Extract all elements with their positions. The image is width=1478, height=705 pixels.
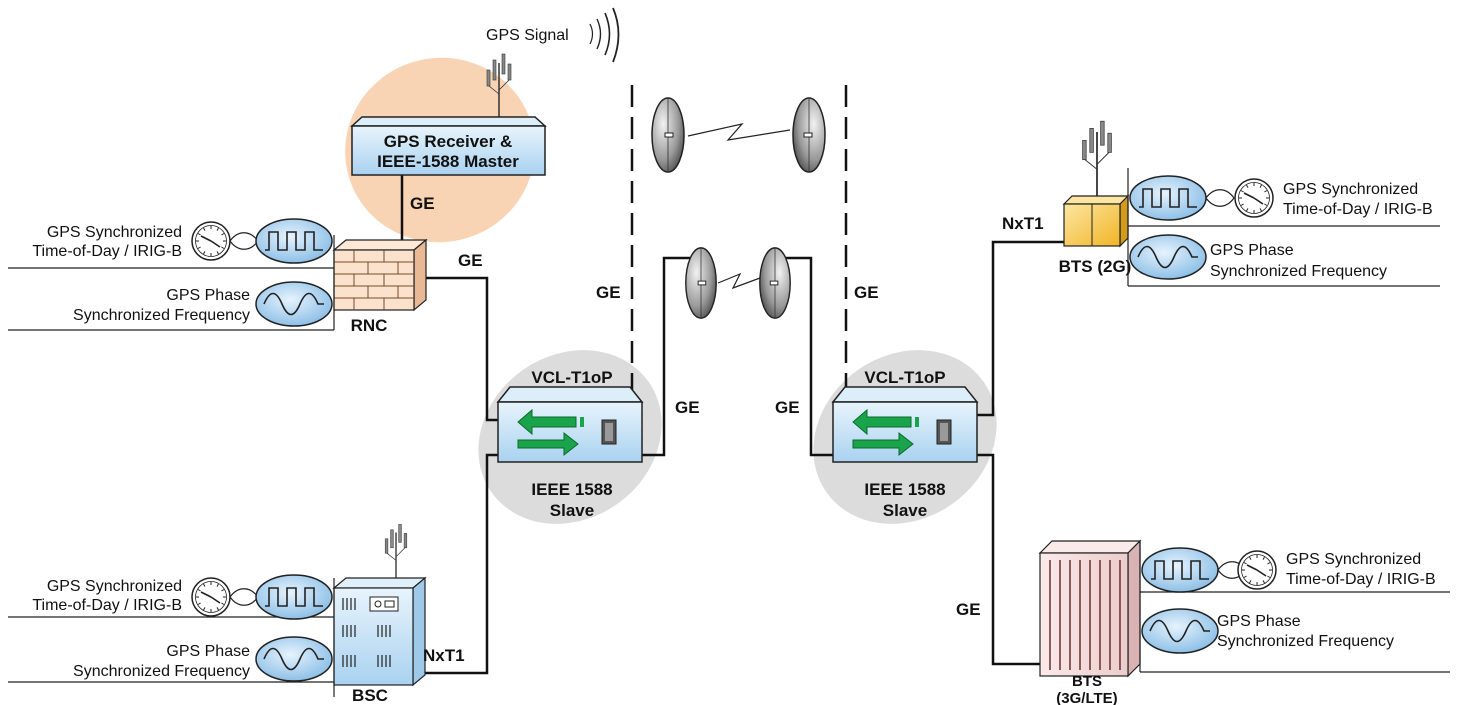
link-vcl-right-bts2g <box>975 240 1064 417</box>
vcl-right-slave-label-1: IEEE 1588 <box>864 480 945 499</box>
ge-label-dash-left: GE <box>596 283 621 302</box>
nxt1-label-bsc: NxT1 <box>423 646 465 665</box>
rnc-tod-label-2: Time-of-Day / IRIG-B <box>32 243 182 260</box>
bts2g-freq-label-2: Synchronized Frequency <box>1210 263 1387 280</box>
bts3g-device <box>1038 539 1142 678</box>
bsc-clock-icon <box>191 577 231 617</box>
bts2g-connector-1 <box>1205 189 1235 207</box>
bts2g-antenna-icon <box>1081 120 1113 199</box>
bts2g-tod-label-2: Time-of-Day / IRIG-B <box>1283 201 1433 218</box>
bsc-antenna-icon <box>384 523 408 583</box>
link-radio-vcl-right <box>785 256 835 457</box>
dish-bottom-right-icon <box>759 247 791 319</box>
vcl-left-slave-label-1: IEEE 1588 <box>531 480 612 499</box>
ge-label-dash-right: GE <box>854 283 879 302</box>
bts3g-sine-wave-icon <box>1141 608 1219 654</box>
bts3g-freq-label-1: GPS Phase <box>1217 613 1301 630</box>
bts2g-tod-label-1: GPS Synchronized <box>1283 181 1418 198</box>
bts2g-label: BTS (2G) <box>1059 257 1132 276</box>
bts2g-clock-icon <box>1234 178 1274 218</box>
bts3g-label-1: BTS <box>1072 673 1102 690</box>
bsc-label: BSC <box>352 686 388 705</box>
bsc-freq-label-2: Synchronized Frequency <box>73 663 250 680</box>
bts3g-square-wave-icon <box>1141 547 1219 593</box>
radio-link-bottom-icon <box>717 272 761 290</box>
bts3g-clock-icon <box>1237 550 1277 590</box>
rnc-square-wave-icon <box>255 218 333 264</box>
gps-signal-label: GPS Signal <box>486 27 569 44</box>
bsc-tod-label-2: Time-of-Day / IRIG-B <box>32 597 182 614</box>
ge-label-bts3g: GE <box>956 600 981 619</box>
bts3g-tod-label-1: GPS Synchronized <box>1286 551 1421 568</box>
gps-receiver-master: GPS Receiver & IEEE-1588 Master <box>350 116 547 176</box>
bts3g-label-2: (3G/LTE) <box>1056 690 1117 705</box>
bts2g-freq-label-1: GPS Phase <box>1210 242 1294 259</box>
dish-top-right-icon <box>792 97 826 173</box>
bts3g-tod-label-2: Time-of-Day / IRIG-B <box>1286 571 1436 588</box>
rnc-connector-1 <box>229 232 259 250</box>
nxt1-label-bts2g: NxT1 <box>1002 214 1044 233</box>
bsc-connector-1 <box>229 588 259 606</box>
rnc-sine-wave-icon <box>255 281 333 327</box>
vcl-right-label: VCL-T1oP <box>864 368 945 387</box>
radio-link-top-icon <box>687 123 791 141</box>
gps-signal-waves-icon <box>589 7 620 63</box>
rnc-tod-label-1: GPS Synchronized <box>47 224 182 241</box>
link-vcl-right-bts3g <box>975 453 1040 666</box>
gps-receiver-label-2: IEEE-1588 Master <box>377 152 519 171</box>
rnc-freq-label-2: Synchronized Frequency <box>73 307 250 324</box>
ge-label-rnc: GE <box>458 251 483 270</box>
dish-bottom-left-icon <box>685 247 717 319</box>
bsc-device <box>332 576 427 687</box>
rnc-device <box>332 238 428 312</box>
bts2g-device <box>1062 194 1130 248</box>
bsc-tod-label-1: GPS Synchronized <box>47 578 182 595</box>
bts3g-freq-label-2: Synchronized Frequency <box>1217 633 1394 650</box>
rnc-label: RNC <box>351 316 388 335</box>
bsc-sine-wave-icon <box>255 636 333 682</box>
bts2g-sine-wave-icon <box>1129 234 1207 280</box>
vcl-left-device <box>497 386 643 463</box>
rnc-clock-icon <box>191 221 231 261</box>
ge-label-vcl-right: GE <box>775 398 800 417</box>
vcl-right-device <box>832 386 978 463</box>
bsc-square-wave-icon <box>255 574 333 620</box>
link-rnc-vcl-left <box>420 276 500 422</box>
vcl-left-label: VCL-T1oP <box>531 368 612 387</box>
bsc-freq-label-1: GPS Phase <box>166 643 250 660</box>
dish-top-left-icon <box>651 97 685 173</box>
gps-receiver-label-1: GPS Receiver & <box>384 132 513 151</box>
vcl-right-slave-label-2: Slave <box>883 501 927 520</box>
ge-label-vcl-left: GE <box>675 398 700 417</box>
link-bsc-vcl-left <box>413 453 500 675</box>
bts2g-square-wave-icon <box>1129 175 1207 221</box>
rnc-freq-label-1: GPS Phase <box>166 287 250 304</box>
vcl-left-slave-label-2: Slave <box>550 501 594 520</box>
link-vcl-left-radio <box>640 256 690 457</box>
ge-label-master: GE <box>410 194 435 213</box>
